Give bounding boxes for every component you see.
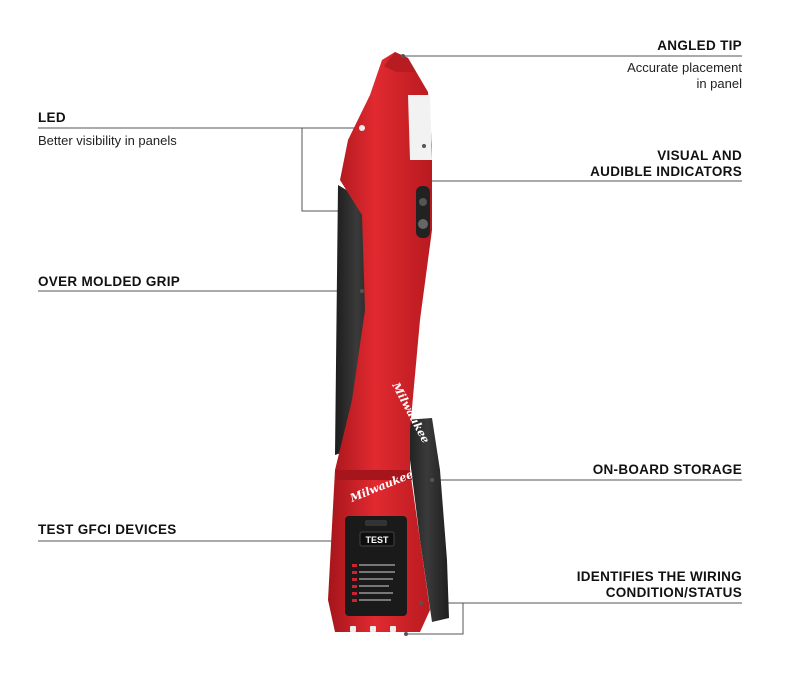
led-title: LED xyxy=(38,110,66,125)
bottom-prongs xyxy=(350,626,396,632)
wiring-title-1: IDENTIFIES THE WIRING xyxy=(576,569,742,584)
led-desc: Better visibility in panels xyxy=(38,133,177,148)
gfci-title: TEST GFCI DEVICES xyxy=(38,522,177,537)
led-dot xyxy=(359,125,365,131)
angled-tip-desc-1: Accurate placement xyxy=(627,60,742,75)
indicator-panel xyxy=(416,186,430,238)
indicators-title-2: AUDIBLE INDICATORS xyxy=(590,164,742,179)
callout-grip: OVER MOLDED GRIP xyxy=(38,274,298,290)
storage-title: ON-BOARD STORAGE xyxy=(592,462,742,477)
test-button xyxy=(359,531,395,547)
grip-title: OVER MOLDED GRIP xyxy=(38,274,181,289)
callout-led: LED Better visibility in panels xyxy=(38,110,298,149)
test-button-label: TEST xyxy=(365,535,389,545)
leader-dots xyxy=(360,54,434,636)
callout-indicators: VISUAL AND AUDIBLE INDICATORS xyxy=(482,148,742,180)
callout-storage: ON-BOARD STORAGE xyxy=(482,462,742,478)
tip-window xyxy=(408,95,432,160)
angled-tip-desc-2: in panel xyxy=(696,76,742,91)
callout-angled-tip: ANGLED TIP Accurate placement in panel xyxy=(482,38,742,92)
tester-body xyxy=(328,52,432,632)
angled-tip-title: ANGLED TIP xyxy=(657,38,742,53)
status-legend-lines xyxy=(352,564,395,602)
callout-gfci: TEST GFCI DEVICES xyxy=(38,522,298,538)
callout-wiring: IDENTIFIES THE WIRING CONDITION/STATUS xyxy=(482,569,742,601)
wiring-title-2: CONDITION/STATUS xyxy=(605,585,742,600)
indicators-title-1: VISUAL AND xyxy=(657,148,742,163)
